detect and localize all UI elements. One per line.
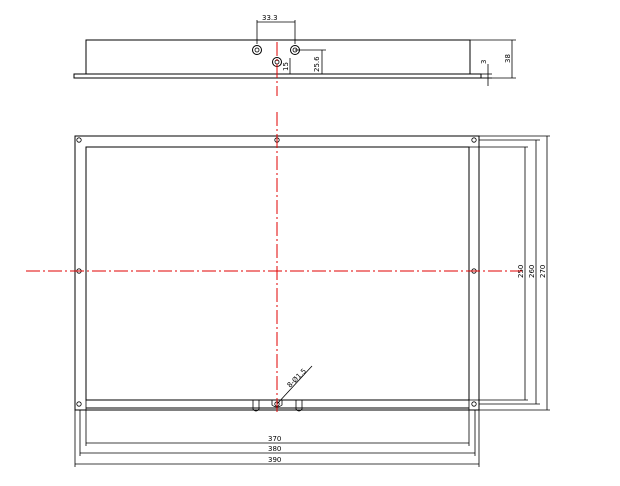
hole-callout-leader (276, 365, 313, 405)
dim-depth: 38 (504, 54, 512, 63)
dim-mid-height: 260 (528, 265, 536, 278)
dim-inner-width: 370 (268, 435, 281, 443)
side-view: 33.3 25.6 15 3 38 (73, 14, 516, 86)
dim-outer-height: 270 (539, 265, 547, 278)
mount-hole (76, 401, 82, 407)
stud-left (252, 45, 262, 55)
mount-hole (471, 401, 477, 407)
dim-flange: 3 (480, 60, 488, 64)
side-view-body (85, 39, 471, 75)
mount-hole (76, 137, 82, 143)
dim-outer-width: 390 (268, 456, 281, 464)
front-view: 8-Ø1.5 370 380 390 250 260 270 (74, 135, 550, 467)
mount-hole (471, 137, 477, 143)
hole-callout: 8-Ø1.5 (286, 367, 308, 389)
stud-front-left (252, 400, 260, 412)
centerlines (26, 42, 522, 412)
dim-stud-small: 15 (282, 62, 290, 71)
dim-mid-width: 380 (268, 445, 281, 453)
dim-stud-spacing: 33.3 (262, 14, 278, 22)
stud-front-right (295, 400, 303, 412)
stud-left-inner (254, 47, 260, 53)
dim-stud-height: 25.6 (313, 56, 321, 72)
